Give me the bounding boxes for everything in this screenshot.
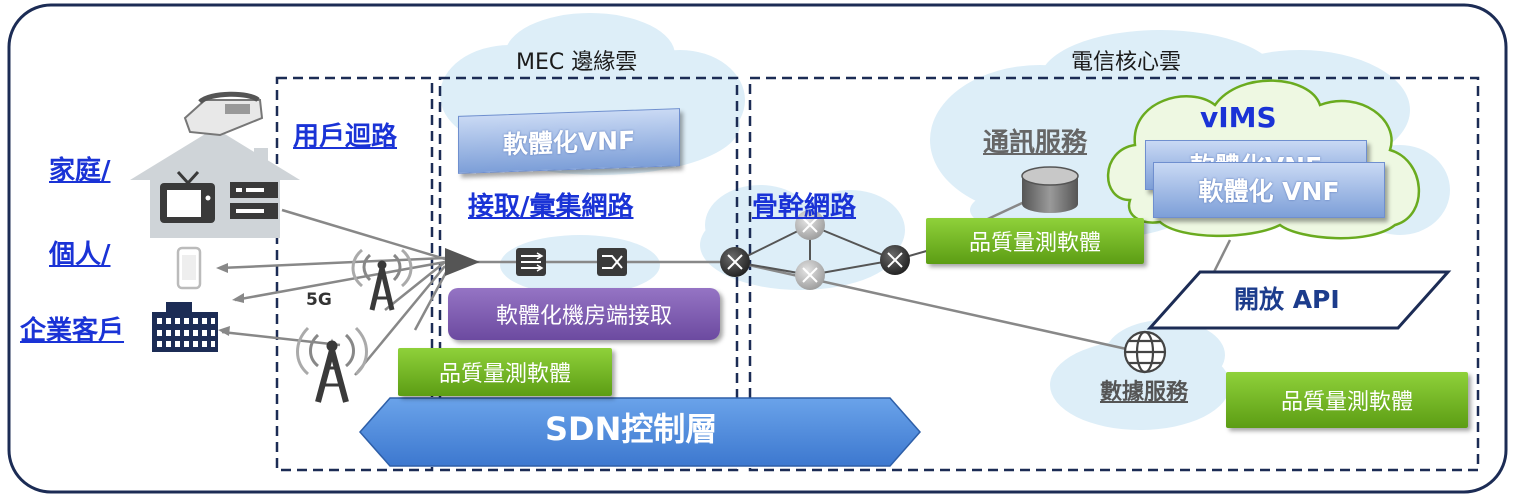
quality-core-box: 品質量測軟體 — [926, 218, 1144, 264]
router-icon — [795, 210, 825, 240]
arrowheads — [216, 263, 244, 336]
cell-tower-icon — [296, 326, 368, 403]
vims-title: vIMS — [1200, 101, 1277, 134]
router-icon — [720, 247, 750, 277]
open-api-shape — [1146, 270, 1452, 330]
five-g-label: 5G — [306, 290, 332, 310]
enterprise-link[interactable]: 企業客戶 — [20, 316, 125, 346]
edge-access-box: 軟體化機房端接取 — [448, 288, 720, 340]
sdn-layer-label: SDN控制層 — [545, 410, 718, 448]
quality-access-box: 品質量測軟體 — [398, 348, 612, 396]
tv-icon — [160, 170, 215, 223]
modem-icon — [230, 182, 278, 219]
access-arrow-icon — [445, 248, 480, 276]
cell-tower-icon — [351, 248, 413, 311]
personal-link[interactable]: 個人/ — [49, 240, 111, 270]
vnf-front-box: 軟體化 VNF — [1153, 162, 1385, 218]
outer-frame — [7, 3, 1508, 494]
mec-cloud-title: MEC 邊緣雲 — [516, 50, 638, 75]
building-icon — [152, 302, 218, 352]
globe-icon — [1123, 330, 1167, 374]
crossover-switch-icon — [597, 248, 627, 276]
core-cloud-title: 電信核心雲 — [1071, 50, 1182, 75]
quality-data-box: 品質量測軟體 — [1226, 372, 1468, 428]
user-loop-link[interactable]: 用戶迴路 — [293, 122, 398, 152]
vnf-mec-box: 軟體化VNF — [458, 108, 680, 174]
router-icon — [880, 245, 910, 275]
comm-service-link[interactable]: 通訊服務 — [983, 128, 1088, 158]
access-network-link[interactable]: 接取/彙集網路 — [468, 192, 634, 222]
data-service-link[interactable]: 數據服務 — [1100, 380, 1189, 405]
telephone-icon — [183, 91, 264, 137]
open-api-label[interactable]: 開放 API — [1234, 285, 1340, 314]
switch-icon — [516, 248, 546, 276]
home-link[interactable]: 家庭/ — [49, 156, 111, 186]
user-loop-zone — [275, 76, 434, 472]
smartphone-icon — [176, 246, 202, 290]
router-icon — [795, 260, 825, 290]
sdn-layer-shape — [358, 397, 922, 467]
mec-zone — [438, 76, 739, 472]
backbone-link[interactable]: 骨幹網路 — [752, 192, 857, 222]
database-icon — [1021, 166, 1079, 213]
